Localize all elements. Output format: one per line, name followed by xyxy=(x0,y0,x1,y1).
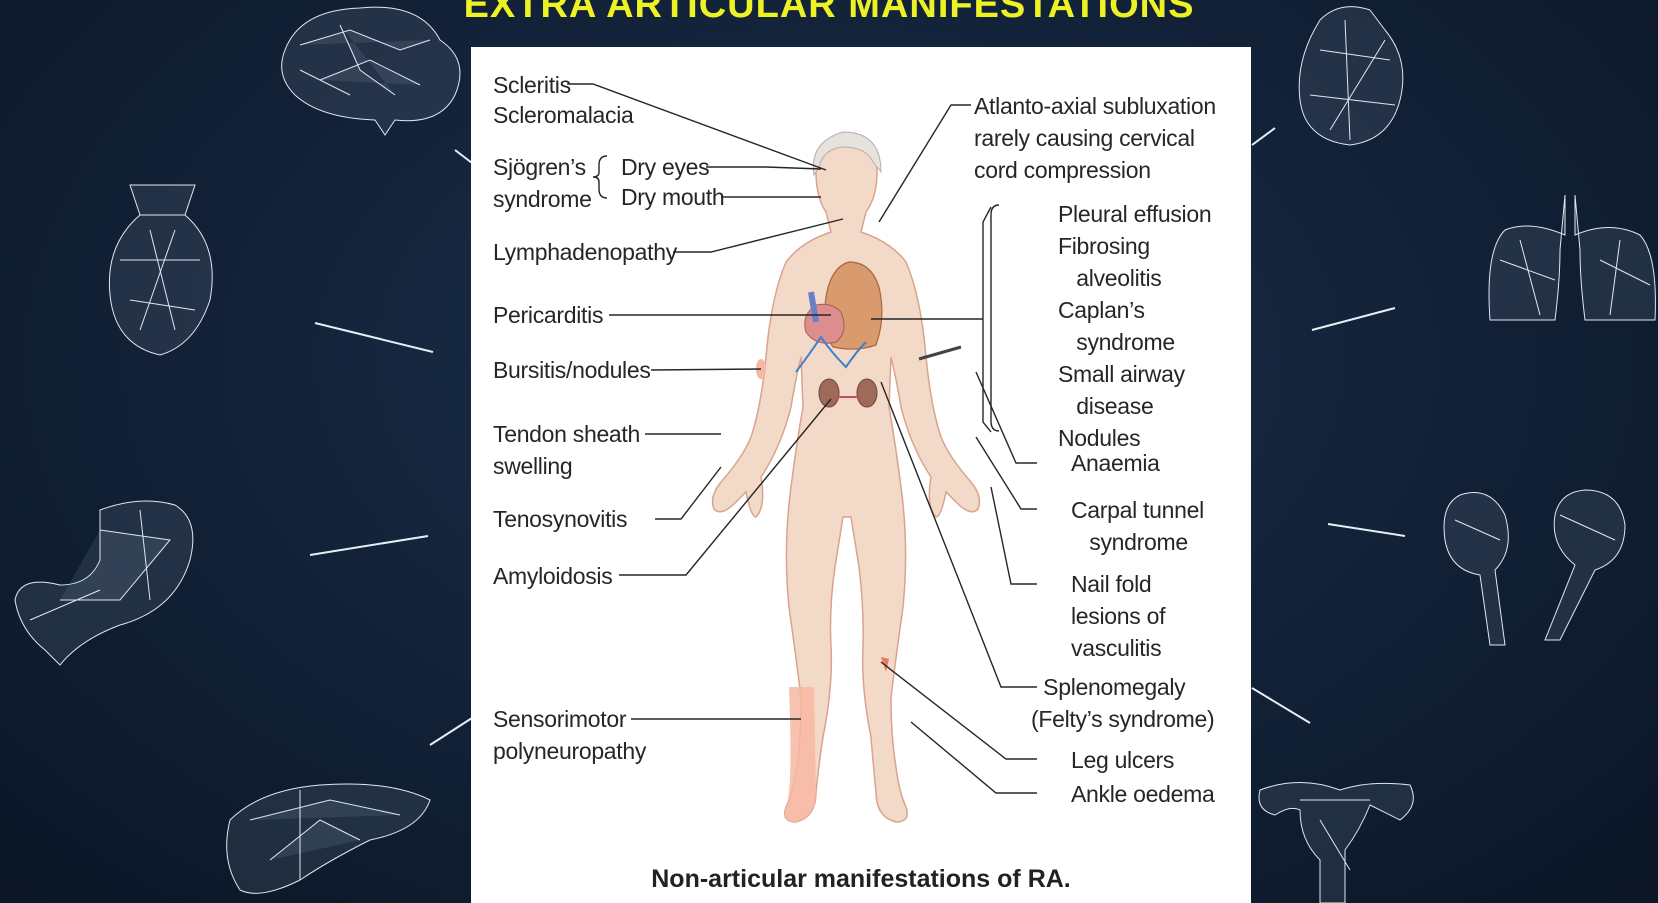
label-anaemia: Anaemia xyxy=(1071,447,1160,479)
uterus-icon xyxy=(1259,783,1413,903)
page-title: EXTRA ARTICULAR MANIFESTATIONS xyxy=(0,0,1658,24)
liver-icon xyxy=(227,784,430,893)
label-dry-mouth: Dry mouth xyxy=(621,181,724,213)
label-atlanto-axial: Atlanto-axial subluxation rarely causing… xyxy=(974,90,1216,186)
label-bursitis: Bursitis/nodules xyxy=(493,354,651,386)
label-tenosynovitis: Tenosynovitis xyxy=(493,503,627,535)
label-dry-eyes: Dry eyes xyxy=(621,151,709,183)
heart-organ xyxy=(805,304,844,343)
label-lymphadenopathy: Lymphadenopathy xyxy=(493,236,677,268)
lungs-icon xyxy=(1489,195,1655,320)
label-nail-fold: Nail fold lesions of vasculitis xyxy=(1071,568,1165,664)
label-amyloidosis: Amyloidosis xyxy=(493,560,612,592)
brain-icon xyxy=(282,7,460,135)
figure-panel: Scleritis Scleromalacia Sjögren’s syndro… xyxy=(471,47,1251,903)
label-tendon-sheath: Tendon sheath swelling xyxy=(493,418,640,482)
label-carpal-tunnel: Carpal tunnel syndrome xyxy=(1071,494,1204,558)
label-pleural: Pleural effusion Fibrosing alveolitis Ca… xyxy=(1058,198,1211,454)
label-splenomegaly: Splenomegaly (Felty’s syndrome) xyxy=(1031,671,1214,735)
label-ankle-oedema: Ankle oedema xyxy=(1071,778,1214,810)
label-scleromalacia: Scleromalacia xyxy=(493,99,634,131)
label-leg-ulcers: Leg ulcers xyxy=(1071,744,1174,776)
pulmonary-brace xyxy=(991,205,999,431)
figure-caption: Non-articular manifestations of RA. xyxy=(471,865,1251,894)
stomach-icon xyxy=(15,501,193,665)
ankle-highlight xyxy=(785,687,816,822)
sjogren-brace xyxy=(593,156,607,198)
heart-icon xyxy=(1299,7,1403,145)
label-pericarditis: Pericarditis xyxy=(493,299,603,331)
label-sjogrens: Sjögren’s syndrome xyxy=(493,151,592,215)
label-scleritis: Scleritis xyxy=(493,69,571,101)
thyroid-icon xyxy=(109,185,212,355)
kidneys-icon xyxy=(1444,490,1625,645)
label-sensorimotor: Sensorimotor polyneuropathy xyxy=(493,703,646,767)
